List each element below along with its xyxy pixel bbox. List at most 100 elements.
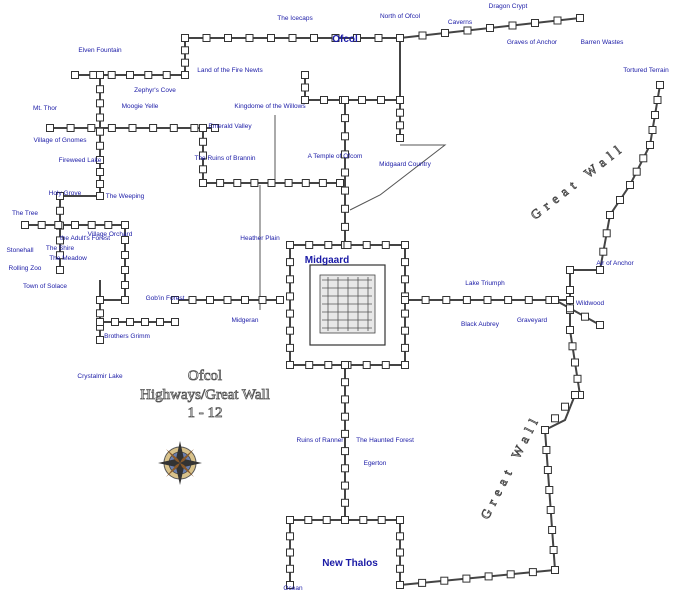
map-room	[341, 378, 349, 387]
map-room	[421, 296, 430, 304]
map-room	[381, 241, 390, 249]
map-room	[190, 124, 199, 132]
label-graves-anchor: Graves of Anchor	[507, 39, 558, 46]
map-room	[96, 336, 104, 344]
map-room	[87, 221, 96, 229]
map-room	[341, 132, 349, 141]
map-room	[440, 576, 449, 585]
map-room	[96, 296, 104, 304]
map-room	[566, 304, 574, 313]
map-room	[216, 179, 225, 187]
map-room	[267, 179, 276, 187]
map-room	[286, 275, 294, 284]
label-kingdom-willows: Kingdome of the Willows	[234, 103, 306, 110]
label-holy-grove: Holy Grove	[49, 190, 82, 197]
map-room	[111, 318, 119, 326]
map-room	[181, 71, 189, 79]
map-room	[96, 168, 104, 176]
map-room	[286, 564, 294, 573]
map-room	[169, 124, 178, 132]
map-room	[301, 96, 309, 104]
label-fireweed-lake: Fireweed Lake	[59, 157, 102, 164]
map-room	[56, 206, 64, 215]
map-room	[141, 318, 149, 326]
map-room	[362, 241, 371, 249]
map-room	[626, 181, 634, 189]
map-room	[181, 58, 189, 67]
map-room	[341, 516, 349, 524]
label-goblin-forest: Gob'in Forest	[146, 295, 185, 302]
map-room	[71, 71, 79, 79]
map-room	[553, 16, 562, 25]
map-room	[656, 81, 664, 89]
label-wildwood: Wildwood	[576, 300, 605, 307]
map-room	[646, 141, 654, 149]
map-room	[46, 124, 54, 132]
map-room	[301, 71, 309, 79]
label-the-tree: The Tree	[12, 210, 38, 217]
map-room	[401, 326, 409, 335]
map-room	[286, 309, 294, 318]
map-room	[199, 165, 207, 174]
map-room	[396, 34, 404, 42]
map-room	[396, 108, 404, 117]
label-lake-triumph: Lake Triumph	[465, 280, 505, 287]
map-room	[463, 26, 472, 35]
map-room	[561, 402, 569, 411]
map-room	[224, 34, 232, 42]
label-mt-thor: Mt. Thor	[33, 105, 58, 112]
map-room	[341, 168, 349, 177]
map-room	[359, 516, 368, 524]
map-room	[310, 34, 318, 42]
map-room	[199, 179, 207, 187]
midgaard-city	[309, 264, 386, 346]
map-room	[341, 96, 349, 104]
map-room	[546, 506, 555, 514]
map-room	[322, 516, 331, 524]
map-room	[286, 581, 294, 589]
label-barren-wastes: Barren Wastes	[581, 39, 624, 46]
map-room	[331, 34, 340, 42]
map-room	[71, 221, 79, 229]
map-room	[541, 426, 549, 434]
map-room	[362, 361, 371, 369]
map-room	[104, 221, 113, 229]
map-room	[284, 179, 293, 187]
map-title-line-2: Highways/Great Wall	[140, 387, 270, 403]
label-heather-plain: Heather Plain	[240, 235, 280, 242]
map-room	[267, 34, 275, 42]
map-room	[341, 186, 349, 195]
map-room	[89, 71, 98, 79]
map-room	[377, 96, 385, 104]
label-midgeran: Midgeran	[231, 317, 258, 324]
label-meadow: The Meadow	[49, 255, 87, 262]
map-room	[286, 361, 294, 369]
map-room	[401, 296, 409, 304]
label-air-of-anchor: Air of Anchor	[596, 260, 634, 267]
label-egerton: Egerton	[364, 460, 387, 467]
map-room	[374, 34, 383, 42]
map-room	[304, 516, 313, 524]
map-room	[107, 124, 116, 132]
map-room	[66, 124, 75, 132]
map-room	[305, 361, 314, 369]
map-room	[358, 96, 366, 104]
map-room	[545, 486, 554, 494]
map-room	[96, 318, 104, 326]
map-room	[223, 296, 232, 304]
map-room	[121, 266, 129, 274]
map-room	[542, 446, 551, 454]
map-room	[341, 361, 349, 369]
map-room	[551, 296, 559, 304]
map-room	[258, 296, 267, 304]
map-room	[551, 566, 559, 574]
map-room	[606, 211, 614, 219]
map-room	[341, 412, 349, 421]
map-room	[199, 151, 207, 160]
map-room	[341, 447, 349, 456]
label-the-weeping: The Weeping	[106, 193, 145, 200]
map-room	[206, 296, 214, 304]
map-room	[566, 326, 574, 334]
map-room	[276, 296, 284, 304]
map-room	[566, 266, 574, 274]
